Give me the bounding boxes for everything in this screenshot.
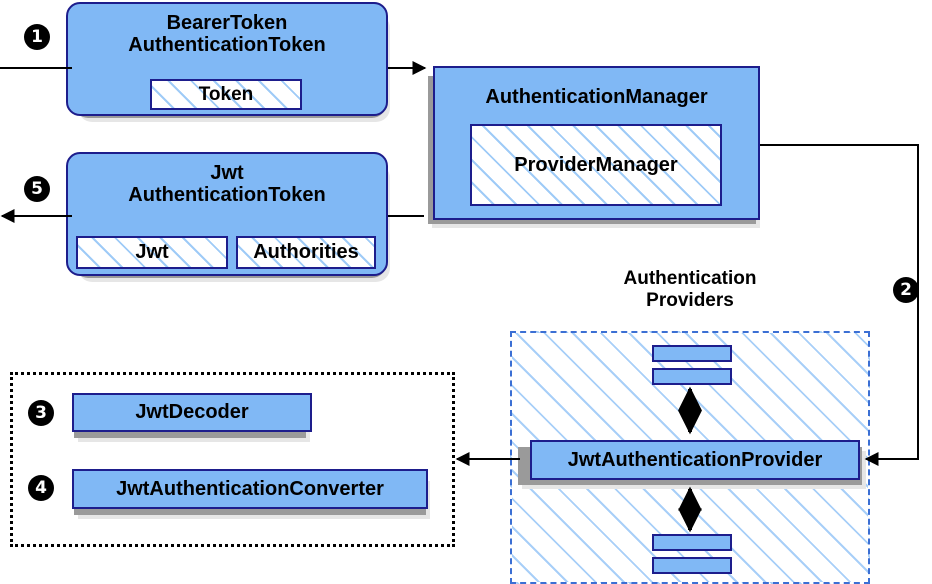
step-marker-2: 2	[893, 277, 919, 303]
jwt-authentication-token-sub-box-jwt: Jwt	[76, 236, 228, 269]
step-marker-4: 4	[28, 475, 54, 501]
authorities-sub-box-label: Authorities	[253, 241, 359, 263]
jwt-authentication-converter[interactable]: JwtAuthenticationConverter	[72, 469, 428, 509]
bearer-token-sub-box-token: Token	[150, 79, 302, 110]
provider-bar-bottom-2	[652, 557, 732, 574]
step-marker-1: 1	[24, 24, 50, 50]
provider-bar-top-1	[652, 345, 732, 362]
jwt-sub-box-label: Jwt	[135, 241, 169, 263]
step-marker-5: 5	[24, 176, 50, 202]
jwt-authentication-provider[interactable]: JwtAuthenticationProvider	[530, 440, 860, 480]
provider-bar-top-2	[652, 368, 732, 385]
authentication-providers-caption-line1: Authentication	[623, 268, 757, 289]
jwt-authentication-converter-label: JwtAuthenticationConverter	[116, 477, 384, 500]
jwt-authentication-token-sub-box-authorities: Authorities	[236, 236, 376, 269]
step-marker-3: 3	[28, 400, 54, 426]
bearer-token-label-line1: BearerToken	[166, 12, 288, 34]
authentication-manager-label: AuthenticationManager	[485, 86, 708, 108]
jwt-support-group	[10, 372, 455, 547]
jwt-decoder[interactable]: JwtDecoder	[72, 393, 312, 432]
authentication-providers-caption-line2: Providers	[646, 289, 734, 311]
jwt-authentication-token-label-line1: Jwt	[210, 162, 244, 184]
authentication-manager-sub-box-provider-manager: ProviderManager	[470, 124, 722, 206]
jwt-authentication-provider-label: JwtAuthenticationProvider	[567, 448, 823, 471]
jwt-authentication-token-label-line2: AuthenticationToken	[128, 184, 326, 207]
bearer-token-label-line2: AuthenticationToken	[128, 34, 326, 57]
authentication-providers-caption: Authentication Providers	[560, 268, 820, 312]
jwt-decoder-label: JwtDecoder	[135, 401, 249, 424]
provider-bar-bottom-1	[652, 534, 732, 551]
provider-manager-label: ProviderManager	[514, 153, 678, 176]
bearer-token-sub-box-token-label: Token	[198, 83, 254, 105]
